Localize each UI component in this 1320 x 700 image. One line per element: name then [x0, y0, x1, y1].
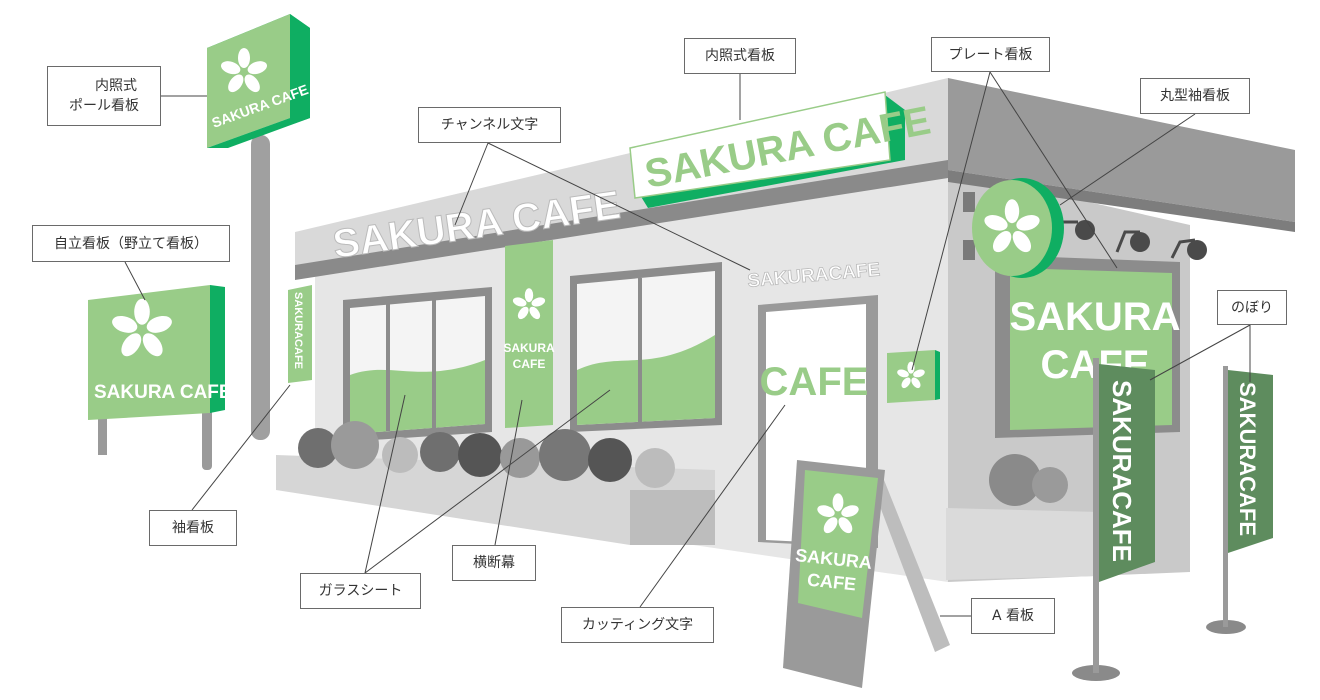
- label-channel-letters-text: チャンネル文字: [440, 117, 539, 133]
- right-planter: [946, 508, 1100, 580]
- right-window: [570, 262, 722, 432]
- label-pole-sign: 内照式 ポール看板: [47, 66, 161, 126]
- label-projecting-sign: 袖看板: [149, 510, 237, 546]
- spot-lamps: [1060, 220, 1207, 260]
- round-projecting-sign: [972, 178, 1064, 278]
- banner-text-1: SAKURA: [503, 341, 555, 355]
- projecting-sign: SAKURACAFE: [288, 285, 312, 383]
- label-round-projecting-sign: 丸型袖看板: [1140, 78, 1250, 114]
- label-round-projecting-sign-text: 丸型袖看板: [1160, 88, 1230, 104]
- label-plate-sign-text: プレート看板: [948, 46, 1033, 63]
- standalone-sign: SAKURA CAFE: [88, 285, 232, 470]
- shrubs: [298, 421, 1068, 506]
- label-pole-sign-line2: ポール看板: [69, 98, 139, 114]
- banner-text-2: CAFE: [513, 357, 546, 371]
- building-right-roof: [948, 78, 1295, 222]
- label-channel-letters: チャンネル文字: [418, 107, 561, 143]
- label-nobori: のぼり: [1217, 290, 1287, 325]
- a-board-sign: SAKURA CAFE: [783, 460, 950, 688]
- nobori-2-text: SAKURACAFE: [1235, 382, 1260, 536]
- leader-lines: [124, 71, 1251, 617]
- nobori-flag-2: SAKURACAFE: [1206, 366, 1273, 634]
- label-glass-sheet-text: ガラスシート: [318, 583, 403, 599]
- standalone-sign-text: SAKURA CAFE: [94, 382, 232, 403]
- label-standalone-sign: 自立看板（野立て看板）: [32, 225, 230, 262]
- label-plate-sign: プレート看板: [931, 37, 1050, 72]
- vertical-banner: SAKURA CAFE: [503, 240, 555, 428]
- label-illuminated-sign: 内照式看板: [684, 38, 796, 74]
- pole-sign: SAKURA CAFE: [207, 14, 310, 440]
- projecting-sign-text: SAKURACAFE: [292, 292, 304, 369]
- label-banner: 横断幕: [452, 545, 536, 581]
- plate-sign: [887, 350, 940, 403]
- label-cutting-letters: カッティング文字: [561, 607, 714, 643]
- label-projecting-sign-text: 袖看板: [172, 520, 214, 536]
- nobori-1-text: SAKURACAFE: [1107, 380, 1137, 562]
- label-standalone-sign-text: 自立看板（野立て看板）: [54, 235, 208, 252]
- label-nobori-text: のぼり: [1231, 299, 1273, 316]
- label-illuminated-sign-text: 内照式看板: [705, 48, 775, 64]
- label-glass-sheet: ガラスシート: [300, 573, 421, 609]
- cutting-letters-text: CAFE: [760, 360, 869, 404]
- label-pole-sign-line1: 内照式: [95, 78, 137, 94]
- label-a-board-text: A 看板: [991, 608, 1035, 624]
- nobori-flag-1: SAKURACAFE: [1072, 358, 1155, 681]
- left-window: [343, 287, 492, 442]
- wall-sign-text-1: SAKURA: [1009, 295, 1180, 339]
- illuminated-box-sign: SAKURA CAFE: [629, 91, 934, 208]
- label-banner-text: 横断幕: [473, 555, 515, 571]
- label-a-board: A 看板: [971, 598, 1055, 634]
- label-cutting-letters-text: カッティング文字: [581, 617, 694, 633]
